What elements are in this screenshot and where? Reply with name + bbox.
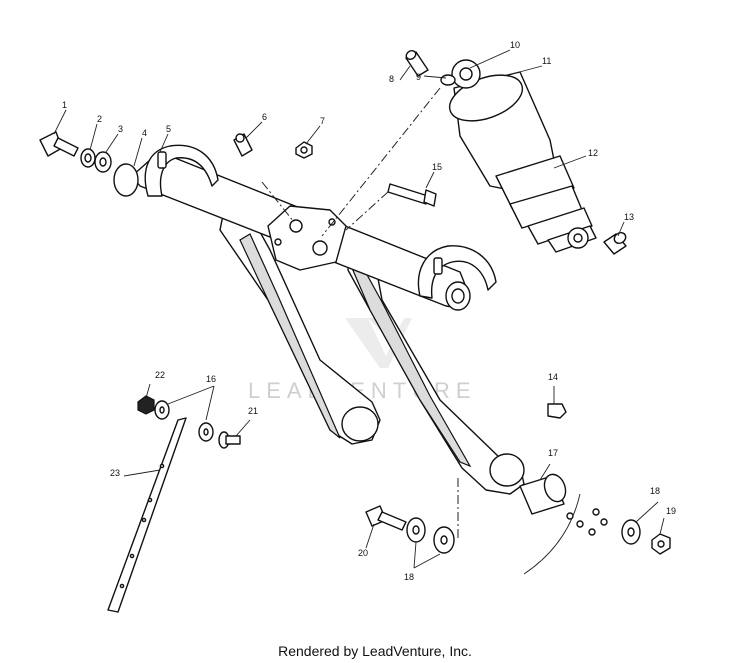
- callout-1: 1: [62, 100, 67, 110]
- callout-7: 7: [320, 116, 325, 126]
- bolt-20: [365, 505, 407, 531]
- grease-fitting-6: [233, 133, 253, 157]
- callout-16: 16: [206, 374, 216, 384]
- washer-18-right: [621, 519, 641, 545]
- callout-20: 20: [358, 548, 368, 558]
- strap-23: [107, 417, 187, 613]
- bracket-clamp-rear: [417, 245, 497, 299]
- grease-fitting-14: [547, 403, 567, 419]
- bushing-17: [519, 473, 567, 515]
- callout-3: 3: [118, 124, 123, 134]
- shock-absorber: [448, 71, 597, 253]
- bushing-13: [603, 231, 627, 255]
- phantom-line-bolt: [345, 191, 389, 231]
- leader-lines: [53, 49, 665, 569]
- bolt-1: [39, 131, 79, 157]
- callout-9: 9: [416, 72, 421, 82]
- rivet-21: [218, 431, 241, 449]
- bolt-15: [387, 183, 437, 207]
- washer-16-b: [198, 422, 214, 442]
- callout-11: 11: [542, 56, 551, 66]
- phantom-line-shock-top: [321, 87, 441, 237]
- washer-16-a: [154, 400, 170, 420]
- callout-12: 12: [588, 148, 598, 158]
- footer-credit: Rendered by LeadVenture, Inc.: [278, 643, 472, 659]
- nut-22: [137, 395, 155, 415]
- callout-8: 8: [389, 74, 394, 84]
- callout-2: 2: [97, 114, 102, 124]
- callout-5: 5: [166, 124, 171, 134]
- bushing-9: [440, 74, 456, 86]
- callout-23: 23: [110, 468, 120, 478]
- callout-15: 15: [432, 162, 442, 172]
- callout-13: 13: [624, 212, 634, 222]
- callout-labels: 1 2 3 4 5 6 7 8 9 10 11 12 13 14 15 16 1…: [62, 40, 676, 582]
- callout-18-left: 18: [404, 572, 414, 582]
- washer-18-left-a: [406, 517, 426, 543]
- callout-4: 4: [142, 128, 147, 138]
- washer-3: [94, 151, 112, 173]
- shock-eyelet-top: [451, 59, 481, 89]
- bracket-clamp-front: [144, 144, 219, 197]
- callout-10: 10: [510, 40, 520, 50]
- callout-17: 17: [548, 448, 558, 458]
- washer-2: [80, 148, 96, 168]
- nut-7: [295, 141, 313, 159]
- track-guard-edge: [523, 493, 581, 575]
- nut-19: [651, 533, 671, 555]
- pin-8: [405, 50, 429, 77]
- callout-19: 19: [666, 506, 676, 516]
- callout-6: 6: [262, 112, 267, 122]
- shock-mount-bracket: [267, 205, 347, 271]
- small-washers: [566, 508, 608, 536]
- callout-22: 22: [155, 370, 165, 380]
- callout-18-right: 18: [650, 486, 660, 496]
- washer-18-left-b: [433, 526, 455, 554]
- callout-14: 14: [548, 372, 558, 382]
- callout-21: 21: [248, 406, 258, 416]
- phantom-line-left: [261, 181, 295, 223]
